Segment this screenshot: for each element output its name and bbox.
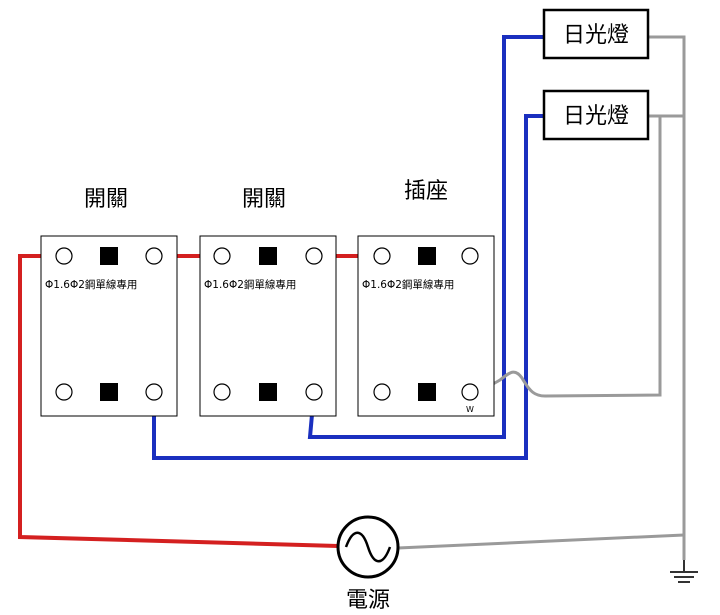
outlet-label: 插座 — [404, 179, 448, 204]
terminal-top-right — [305, 247, 323, 265]
block-spec-text: Φ1.6Φ2鋼單線專用 — [362, 278, 454, 291]
neutral-wire-outlet — [469, 114, 662, 398]
terminal-slot — [100, 383, 118, 401]
block-spec-text: Φ1.6Φ2鋼單線專用 — [204, 278, 296, 291]
terminal-bottom-right — [461, 383, 479, 401]
terminal-top-right — [145, 247, 163, 265]
terminal-w-label: W — [466, 405, 474, 414]
lamp-2-label: 日光燈 — [563, 104, 629, 129]
terminal-bottom-left — [213, 383, 231, 401]
neutral-wire-power — [397, 533, 685, 550]
terminal-top-left — [55, 247, 73, 265]
terminal-bottom-left — [373, 383, 391, 401]
switch-block-2: Φ1.6Φ2鋼單線專用 — [199, 235, 337, 417]
terminal-slot — [418, 383, 436, 401]
terminal-slot — [259, 247, 277, 265]
switch-2-label: 開關 — [242, 187, 286, 212]
terminal-top-left — [213, 247, 231, 265]
terminal-slot — [418, 247, 436, 265]
outlet-block: Φ1.6Φ2鋼單線專用 W — [357, 235, 495, 417]
terminal-bottom-right — [305, 383, 323, 401]
terminal-top-left — [373, 247, 391, 265]
power-label: 電源 — [346, 588, 390, 613]
switch-block-1: Φ1.6Φ2鋼單線專用 — [40, 235, 178, 417]
terminal-slot — [100, 247, 118, 265]
terminal-bottom-left — [55, 383, 73, 401]
ground-icon — [670, 560, 698, 583]
lamp-1: 日光燈 — [542, 8, 650, 60]
terminal-top-right — [461, 247, 479, 265]
terminal-slot — [259, 383, 277, 401]
power-source: 電源 — [336, 515, 400, 613]
switched-wire-2 — [307, 35, 544, 439]
switched-wire-1 — [152, 114, 544, 460]
lamp-2: 日光燈 — [542, 89, 650, 141]
lamp-1-label: 日光燈 — [563, 23, 629, 48]
neutral-wire-trunk — [648, 35, 686, 560]
block-spec-text: Φ1.6Φ2鋼單線專用 — [45, 278, 137, 291]
sine-wave-icon — [344, 531, 392, 563]
terminal-bottom-right — [145, 383, 163, 401]
switch-1-label: 開關 — [84, 187, 128, 212]
